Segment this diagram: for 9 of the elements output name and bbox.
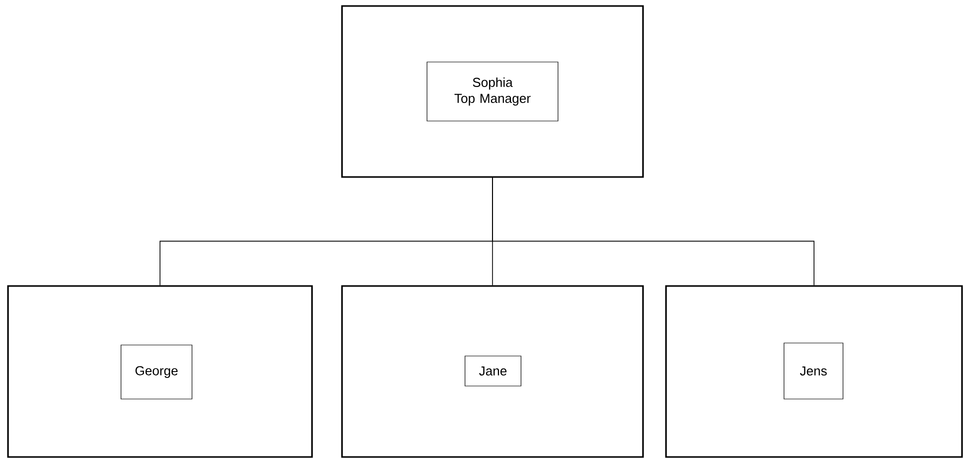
name-box: Sophia Top Manager	[426, 62, 558, 122]
org-box	[665, 285, 963, 458]
connector-line	[492, 177, 814, 286]
name-box: George	[120, 344, 192, 400]
org-box	[341, 5, 644, 178]
org-box	[7, 285, 313, 458]
org-box	[341, 285, 644, 458]
name-box: Jane	[464, 356, 522, 386]
name-box: Jens	[784, 342, 844, 400]
